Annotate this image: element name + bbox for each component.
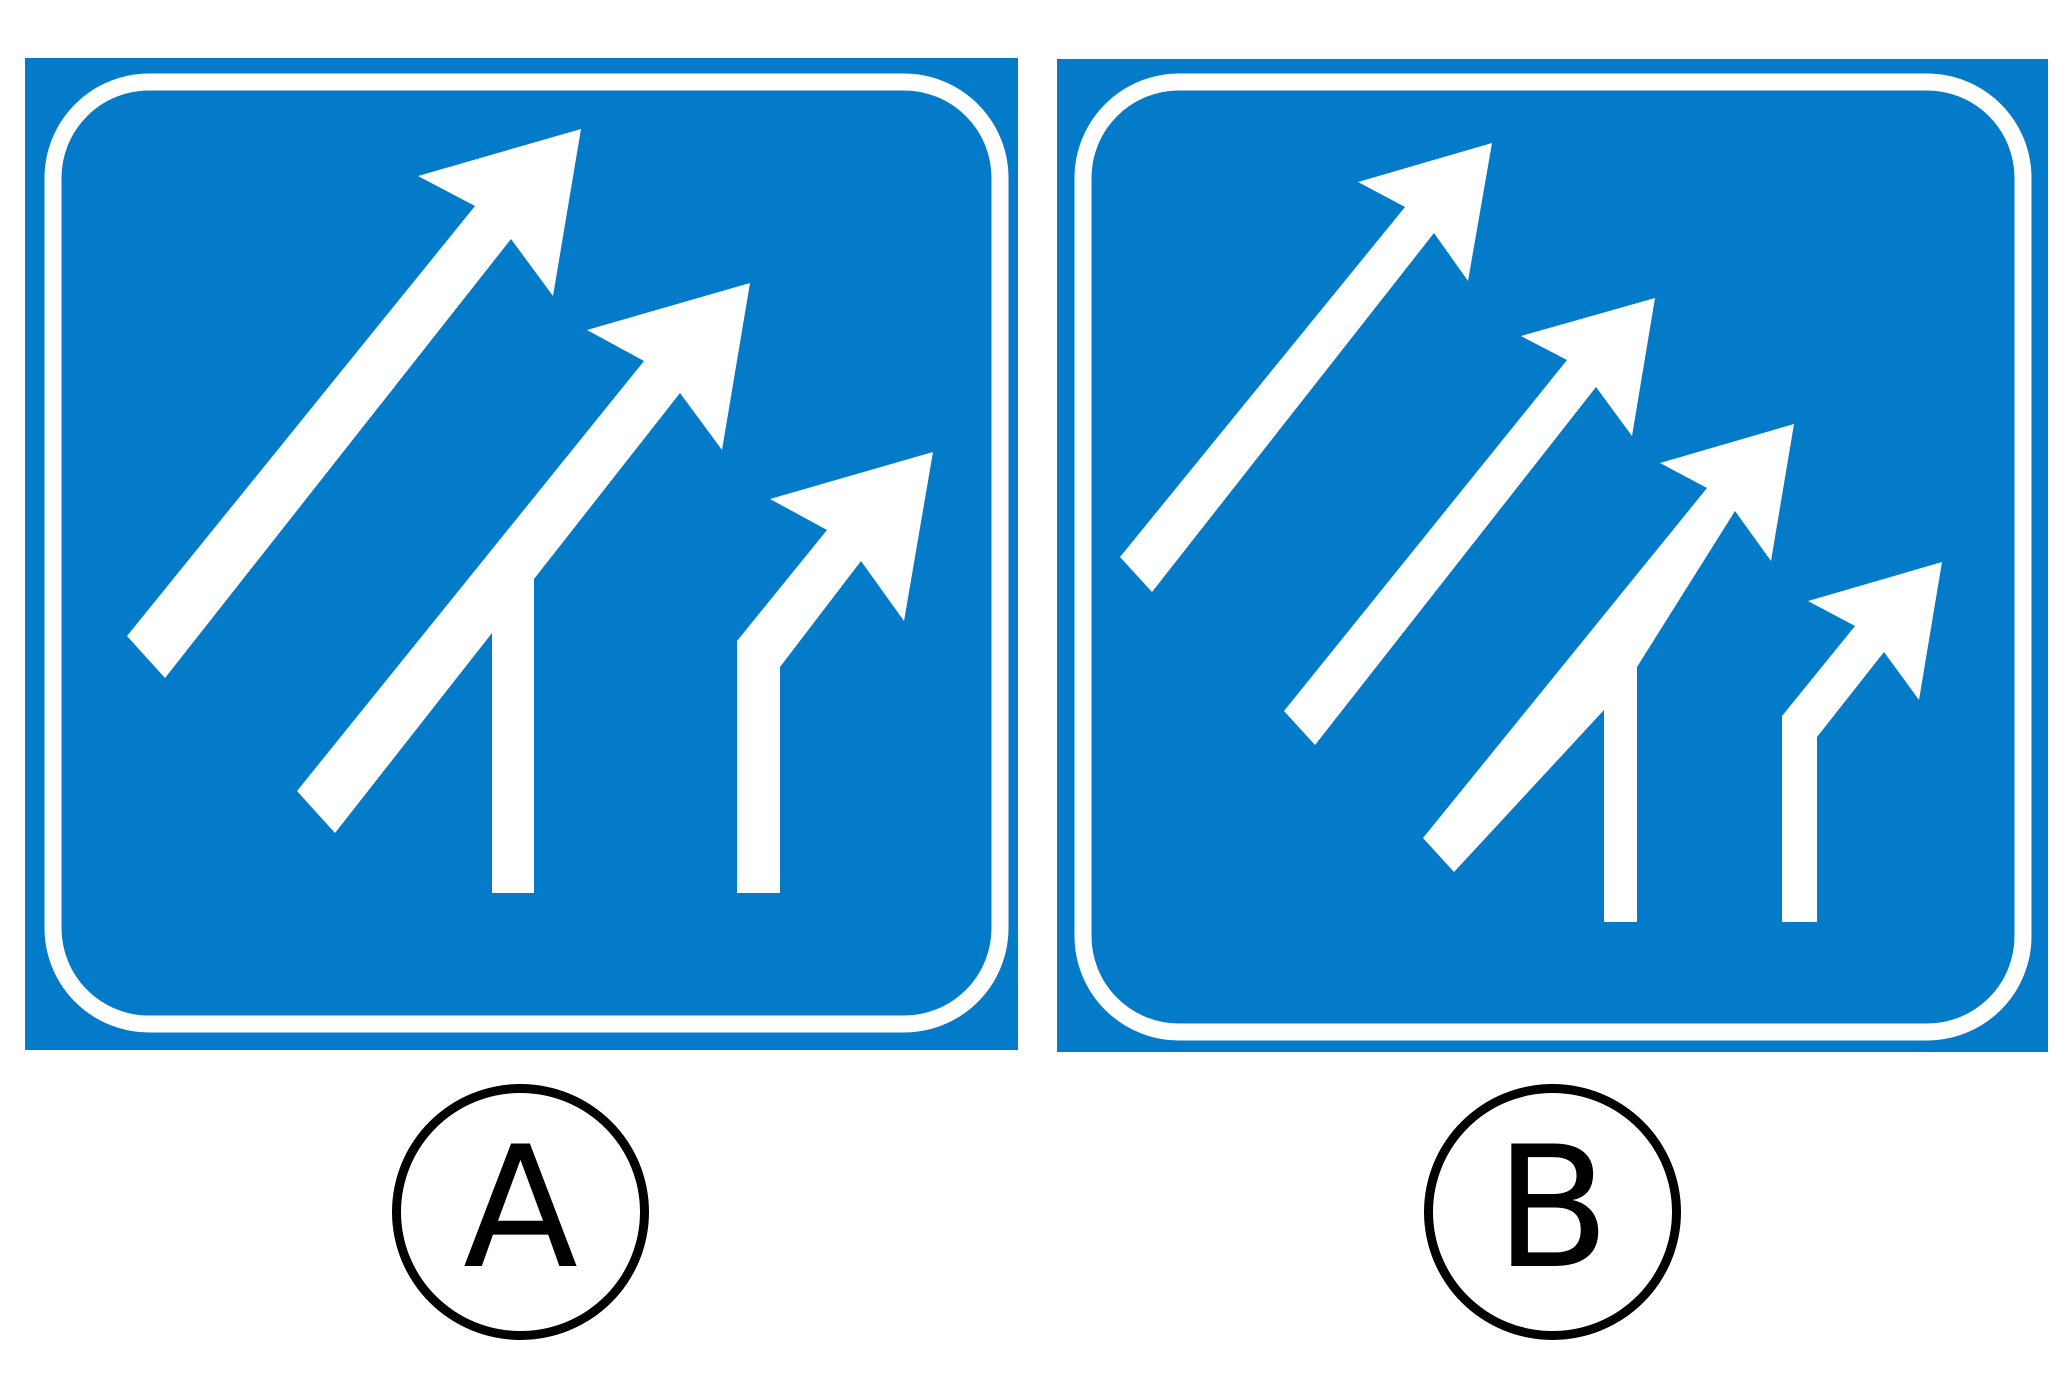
sign-a bbox=[25, 58, 1018, 1050]
sign-b-arrow-2 bbox=[1284, 298, 1655, 745]
sign-a-border bbox=[44, 73, 1009, 1033]
sign-b-arrow-4 bbox=[1782, 562, 1942, 922]
option-b-label: B bbox=[1494, 1110, 1611, 1306]
sign-a-arrow-left bbox=[127, 129, 581, 678]
sign-b-background bbox=[1057, 59, 2048, 1052]
sign-a-arrow-middle bbox=[297, 283, 750, 893]
option-a-marker[interactable]: A bbox=[392, 1084, 649, 1340]
sign-a-arrow-right bbox=[737, 452, 933, 893]
sign-b-border bbox=[1074, 73, 2032, 1041]
option-b-marker[interactable]: B bbox=[1424, 1084, 1681, 1340]
option-a-label: A bbox=[463, 1110, 578, 1306]
sign-b-arrow-3 bbox=[1423, 424, 1794, 922]
sign-b bbox=[1057, 59, 2048, 1052]
sign-b-arrow-1 bbox=[1120, 143, 1492, 592]
